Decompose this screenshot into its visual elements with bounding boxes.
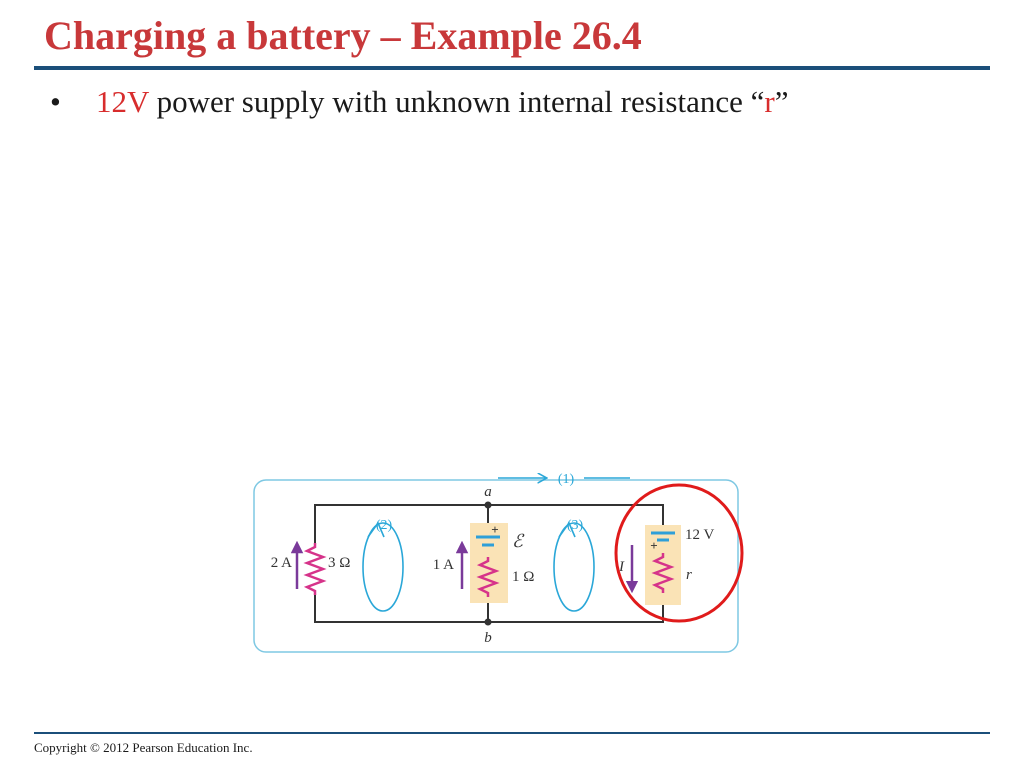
bullet-highlight-resistance: r xyxy=(764,84,775,119)
bullet-marker: • xyxy=(50,84,61,119)
bullet-text: power supply with unknown internal resis… xyxy=(148,84,765,119)
title-divider xyxy=(34,66,990,70)
node-a-dot xyxy=(484,501,492,509)
loop-2-ellipse xyxy=(362,522,404,612)
loop-2-label: (2) xyxy=(376,518,393,533)
node-b-label: b xyxy=(484,630,492,646)
resistor-1-ohm xyxy=(476,557,500,597)
bullet-text-end: ” xyxy=(774,84,789,119)
loop-3-label: (3) xyxy=(567,518,584,533)
bullet-point: • 12V power supply with unknown internal … xyxy=(50,82,788,122)
right-voltage-label: 12 V xyxy=(685,527,714,543)
footer-divider xyxy=(34,732,990,734)
resistor-3-ohm xyxy=(303,543,327,595)
middle-current-label: 1 A xyxy=(433,557,454,573)
loop-3-arrowhead xyxy=(558,521,576,538)
slide-title: Charging a battery – Example 26.4 xyxy=(44,13,642,58)
right-polarity: + xyxy=(650,538,657,553)
loop-1-label: (1) xyxy=(558,472,575,487)
left-resistance-label: 3 Ω xyxy=(328,555,350,571)
resistor-r xyxy=(651,553,675,593)
loop-2-arrowhead xyxy=(367,521,385,538)
bullet-highlight-voltage: 12V xyxy=(96,84,149,119)
circuit-frame xyxy=(253,479,739,653)
highlight-circle xyxy=(614,483,744,623)
right-current-label: I xyxy=(618,559,625,575)
right-resistance-label: r xyxy=(686,567,692,583)
middle-battery-box xyxy=(470,523,508,603)
loop-3-ellipse xyxy=(553,522,595,612)
middle-resistance-label: 1 Ω xyxy=(512,569,534,585)
middle-polarity: + xyxy=(491,522,498,537)
copyright-footer: Copyright © 2012 Pearson Education Inc. xyxy=(34,740,253,755)
circuit-diagram: (1) a b 2 A 3 Ω (2) + 1 A ℰ 1 Ω (3) + I … xyxy=(253,472,744,653)
node-b-dot xyxy=(484,618,492,626)
left-current-label: 2 A xyxy=(271,555,292,571)
emf-label: ℰ xyxy=(512,531,525,551)
node-a-label: a xyxy=(484,484,492,500)
